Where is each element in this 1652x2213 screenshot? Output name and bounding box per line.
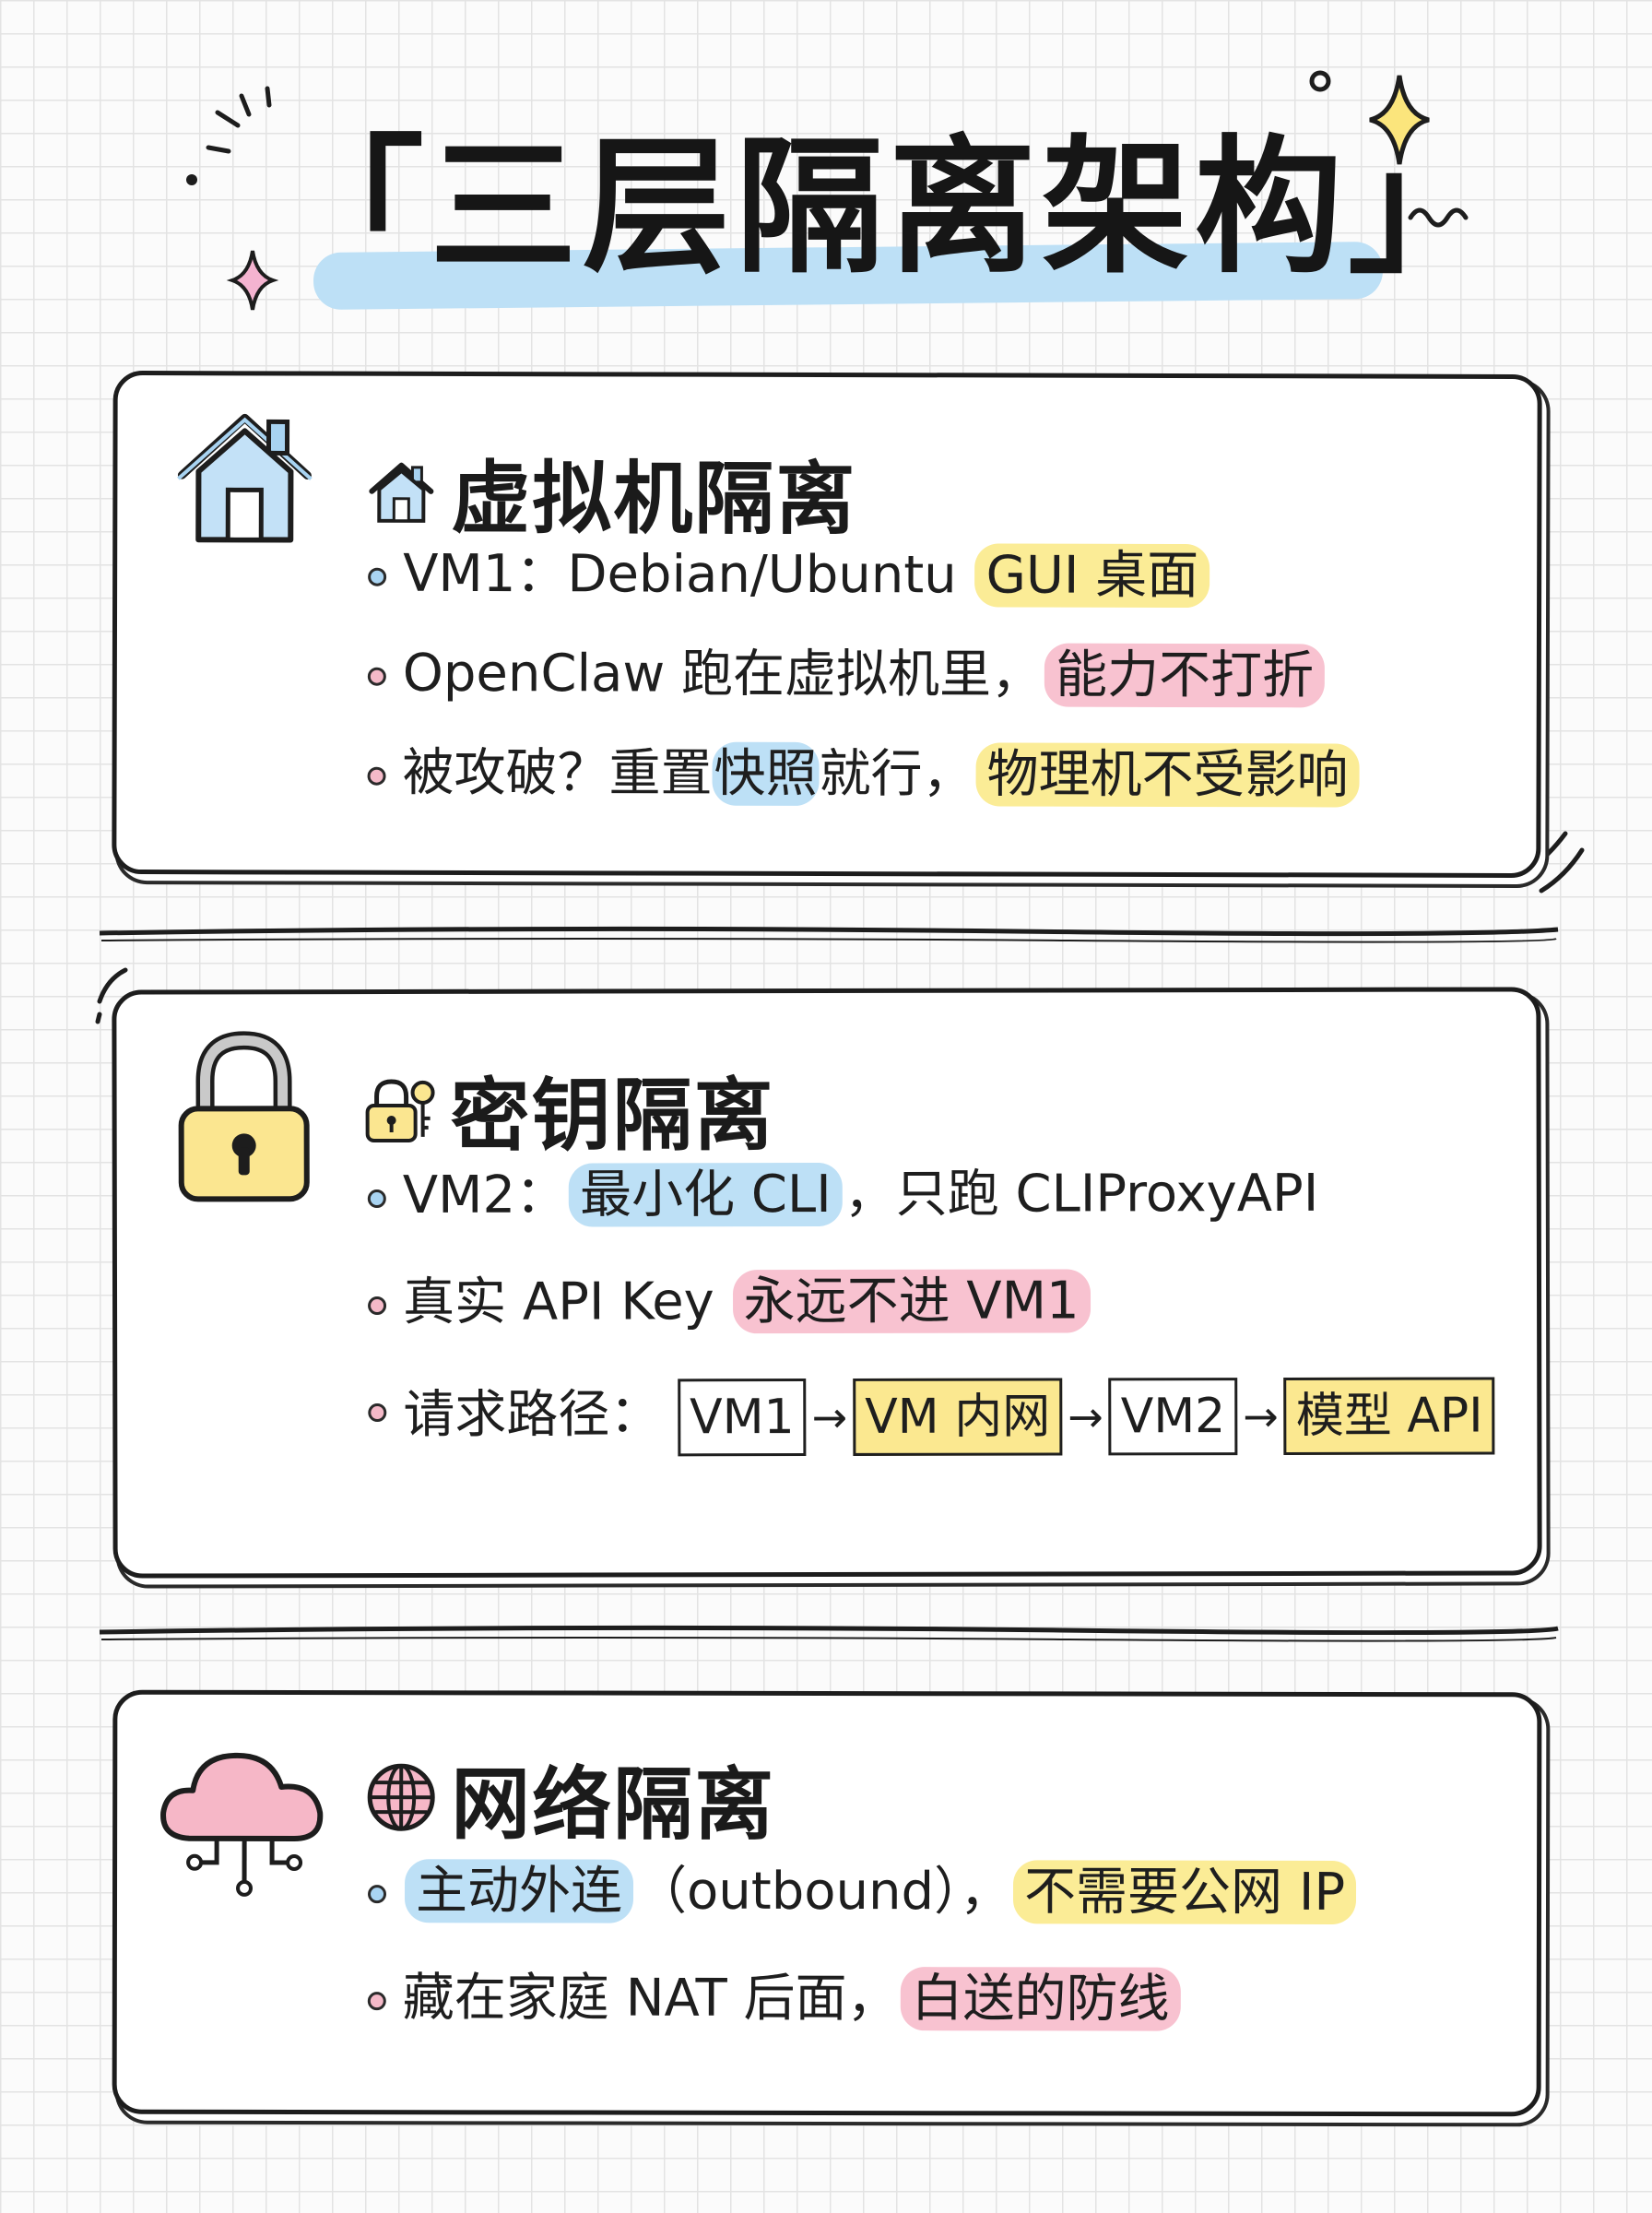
highlight-blue: 快照 xyxy=(712,741,820,806)
house-icon xyxy=(177,413,313,543)
card-heading: 网络隔离 xyxy=(364,1739,775,1855)
highlight-yellow: GUI 桌面 xyxy=(974,543,1210,609)
arrow-right-icon: → xyxy=(1068,1391,1103,1442)
list-item: 请求路径： VM1 → VM 内网 → VM2 → 模型 API xyxy=(364,1377,1495,1457)
point-text: 真实 API Key xyxy=(402,1272,731,1332)
highlight-yellow: 不需要公网 IP xyxy=(1013,1860,1357,1925)
list-item: VM1：Debian/Ubuntu GUI 桌面 xyxy=(364,543,1362,609)
highlight-blue: 主动外连 xyxy=(404,1859,634,1923)
arrow-right-icon: → xyxy=(811,1391,848,1443)
cloud-icon xyxy=(160,1752,324,1897)
divider-2 xyxy=(99,1625,1559,1636)
point-text: 就行， xyxy=(819,743,974,805)
point-text: VM2： xyxy=(402,1165,568,1225)
request-path-flow: VM1 → VM 内网 → VM2 → 模型 API xyxy=(678,1377,1495,1457)
flow-node-vm1: VM1 xyxy=(678,1379,807,1457)
flow-node-model-api: 模型 API xyxy=(1283,1377,1495,1455)
arrow-right-icon: → xyxy=(1243,1391,1279,1442)
lock-and-key-icon xyxy=(365,1078,435,1142)
point-list: 主动外连（outbound），不需要公网 IP 藏在家庭 NAT 后面，白送的防… xyxy=(364,1859,1359,2077)
card-vm-isolation: 虚拟机隔离 VM1：Debian/Ubuntu GUI 桌面 OpenClaw … xyxy=(112,370,1542,879)
card-title: 虚拟机隔离 xyxy=(451,452,857,547)
highlight-blue: 最小化 CLI xyxy=(568,1162,843,1227)
flow-node-vm2: VM2 xyxy=(1108,1378,1238,1456)
small-house-icon xyxy=(369,462,434,523)
highlight-pink: 白送的防线 xyxy=(900,1967,1181,2031)
highlight-yellow: 物理机不受影响 xyxy=(975,742,1360,808)
highlight-pink: 永远不进 VM1 xyxy=(732,1269,1091,1334)
point-text: VM1：Debian/Ubuntu xyxy=(403,543,974,606)
list-item: VM2：最小化 CLI，只跑 CLIProxyAPI xyxy=(364,1162,1494,1227)
card-heading: 密钥隔离 xyxy=(363,1050,775,1166)
flow-label: 请求路径： xyxy=(403,1384,662,1446)
card-title: 密钥隔离 xyxy=(450,1070,775,1163)
list-item: OpenClaw 跑在虚拟机里，能力不打折 xyxy=(364,643,1362,708)
point-text: （outbound）， xyxy=(634,1861,1012,1923)
divider-1 xyxy=(99,926,1559,937)
list-item: 被攻破？重置快照就行，物理机不受影响 xyxy=(363,741,1361,808)
flow-node-vm-intranet: VM 内网 xyxy=(853,1378,1063,1456)
point-text: ，只跑 CLIProxyAPI xyxy=(844,1163,1319,1225)
list-item: 主动外连（outbound），不需要公网 IP xyxy=(364,1859,1358,1925)
page-title: 「三层隔离架构」 xyxy=(277,121,1502,293)
highlight-pink: 能力不打折 xyxy=(1044,643,1326,708)
globe-icon xyxy=(367,1763,435,1831)
point-text: OpenClaw 跑在虚拟机里， xyxy=(402,643,1044,705)
point-list: VM2：最小化 CLI，只跑 CLIProxyAPI 真实 API Key 永远… xyxy=(364,1162,1495,1503)
list-item: 真实 API Key 永远不进 VM1 xyxy=(364,1269,1494,1334)
point-text: 藏在家庭 NAT 后面， xyxy=(402,1968,899,2030)
point-text: 被攻破？重置 xyxy=(402,742,713,804)
card-title: 网络隔离 xyxy=(451,1758,776,1852)
padlock-icon xyxy=(178,1031,310,1202)
list-item: 藏在家庭 NAT 后面，白送的防线 xyxy=(364,1967,1358,2031)
card-key-isolation: 密钥隔离 VM2：最小化 CLI，只跑 CLIProxyAPI 真实 API K… xyxy=(112,987,1542,1579)
point-list: VM1：Debian/Ubuntu GUI 桌面 OpenClaw 跑在虚拟机里… xyxy=(363,543,1362,846)
page-title-block: 「三层隔离架构」 xyxy=(277,101,1502,323)
card-heading: 虚拟机隔离 xyxy=(364,433,856,550)
card-network-isolation: 网络隔离 主动外连（outbound），不需要公网 IP 藏在家庭 NAT 后面… xyxy=(112,1689,1542,2117)
